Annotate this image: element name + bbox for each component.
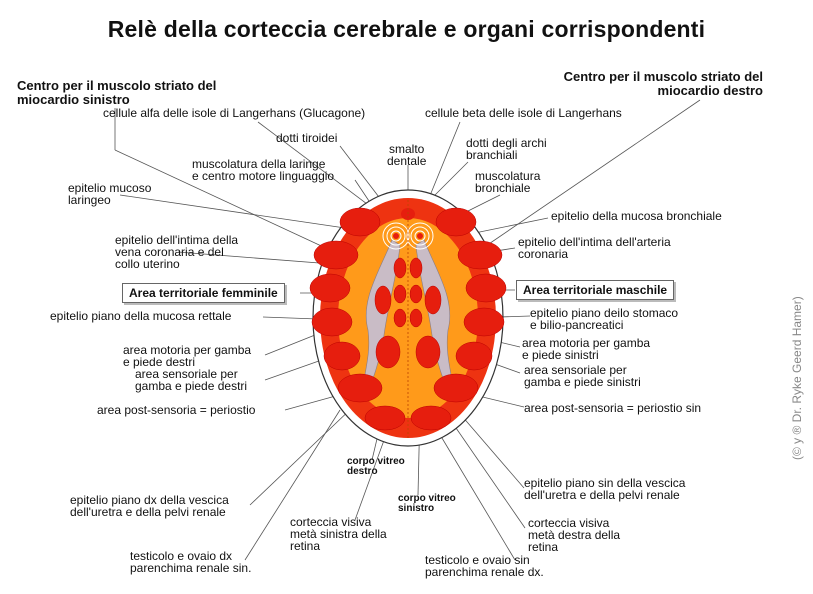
- label-bronchial-mucosa: epitelio della mucosa bronchiale: [551, 209, 722, 223]
- male-territory-box: Area territoriale maschile: [516, 280, 675, 300]
- female-territory-box: Area territoriale femminile: [122, 283, 285, 303]
- label-thyroid-ducts: dotti tiroidei: [276, 131, 338, 145]
- label-post-sensory-right: area post-sensoria = periostio: [97, 403, 256, 417]
- page-title: Relè della corteccia cerebrale e organi …: [107, 16, 706, 42]
- label-rectal-mucosa: epitelio piano della mucosa rettale: [50, 309, 232, 323]
- brain-section: [309, 189, 507, 447]
- label-alpha-cells: cellule alfa delle isole di Langerhans (…: [103, 106, 366, 120]
- langerhans-rings: [382, 222, 434, 250]
- outer-relays: [309, 207, 507, 431]
- label-beta-cells: cellule beta delle isole di Langerhans: [425, 106, 622, 120]
- inner-relays: [374, 257, 442, 369]
- label-post-sensory-left: area post-sensoria = periostio sin: [524, 401, 702, 415]
- copyright-notice: (© y ® Dr. Ryke Geerd Hamer): [790, 296, 804, 460]
